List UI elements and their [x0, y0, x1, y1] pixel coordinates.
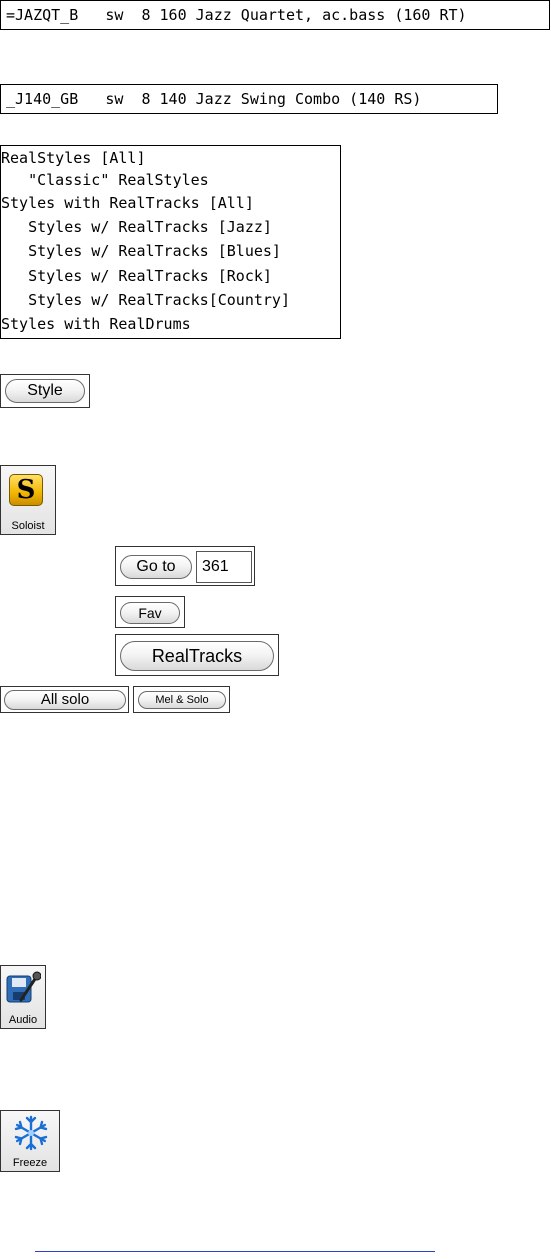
- realtracks-button-frame: RealTracks: [115, 634, 279, 676]
- style-line-jazz-quartet: =JAZQT_B sw 8 160 Jazz Quartet, ac.bass …: [0, 0, 550, 30]
- menu-item-realtracks-jazz[interactable]: Styles w/ RealTracks [Jazz]: [1, 218, 272, 236]
- audio-label: Audio: [8, 1014, 38, 1026]
- freeze-button[interactable]: Freeze: [0, 1110, 60, 1172]
- menu-item-realtracks-rock[interactable]: Styles w/ RealTracks [Rock]: [1, 267, 272, 285]
- soloist-label: Soloist: [11, 520, 45, 532]
- fav-button-frame: Fav: [115, 596, 185, 628]
- go-to-number-input[interactable]: 361: [196, 551, 252, 583]
- mel-solo-button-frame: Mel & Solo: [133, 686, 230, 713]
- audio-button[interactable]: Audio: [0, 965, 46, 1029]
- soloist-button[interactable]: S Soloist: [0, 465, 56, 535]
- hyperlink-underline[interactable]: [35, 1251, 435, 1252]
- all-solo-button[interactable]: All solo: [4, 690, 126, 710]
- style-button[interactable]: Style: [5, 379, 85, 403]
- go-to-button[interactable]: Go to: [120, 555, 192, 579]
- snowflake-icon: [14, 1115, 48, 1151]
- menu-item-styles-realdrums[interactable]: Styles with RealDrums: [1, 315, 191, 333]
- menu-item-realstyles-all[interactable]: RealStyles [All]: [1, 149, 146, 167]
- freeze-label: Freeze: [12, 1157, 48, 1169]
- audio-icon: [6, 971, 41, 1003]
- mel-solo-button[interactable]: Mel & Solo: [138, 691, 226, 709]
- style-button-frame: Style: [0, 374, 90, 408]
- menu-item-realtracks-country[interactable]: Styles w/ RealTracks[Country]: [1, 291, 290, 309]
- style-line-jazz-swing-combo: _J140_GB sw 8 140 Jazz Swing Combo (140 …: [0, 84, 498, 114]
- menu-item-classic-realstyles[interactable]: "Classic" RealStyles: [1, 171, 209, 189]
- go-to-frame: Go to 361: [115, 546, 255, 586]
- style-menu: RealStyles [All] "Classic" RealStyles St…: [0, 145, 341, 339]
- fav-button[interactable]: Fav: [120, 602, 180, 624]
- all-solo-button-frame: All solo: [0, 686, 129, 713]
- realtracks-button[interactable]: RealTracks: [120, 641, 274, 671]
- menu-item-styles-realtracks-all[interactable]: Styles with RealTracks [All]: [1, 194, 254, 212]
- soloist-icon: S: [9, 474, 43, 506]
- menu-item-realtracks-blues[interactable]: Styles w/ RealTracks [Blues]: [1, 242, 281, 260]
